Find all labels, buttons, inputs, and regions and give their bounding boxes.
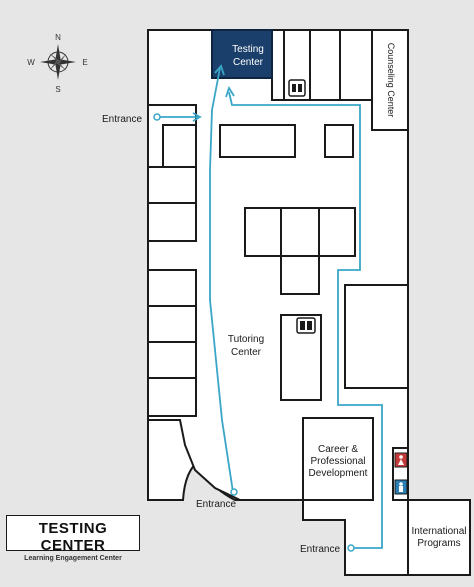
men-restroom-icon	[394, 479, 408, 495]
career-label-line3: Development	[309, 468, 368, 479]
compass-w: W	[27, 58, 35, 67]
room-center-3	[244, 207, 282, 257]
entrance-label-right: Entrance	[300, 544, 340, 555]
room-top-4	[309, 29, 341, 101]
route-paths	[153, 64, 383, 552]
legend-subtitle: Learning Engagement Center	[24, 555, 122, 562]
international-room	[407, 499, 471, 576]
compass-n: N	[55, 33, 61, 42]
entrance-label-bottom: Entrance	[196, 499, 236, 510]
compass-icon: N S E W	[27, 33, 87, 94]
room-left-2	[147, 166, 197, 204]
room-center-4	[280, 207, 320, 257]
counseling-room	[371, 29, 409, 131]
room-center-5	[318, 207, 356, 257]
room-left-7	[147, 377, 197, 417]
room-center-6	[280, 255, 320, 295]
room-center-2	[324, 124, 354, 158]
career-room	[302, 417, 374, 501]
career-label-line1: Career &	[318, 444, 358, 455]
room-left-6	[147, 341, 197, 379]
room-top-5	[339, 29, 373, 101]
room-top-2	[271, 29, 285, 101]
tutoring-center-label-line2: Center	[231, 347, 262, 358]
restroom-icon	[296, 317, 316, 334]
room-left-5	[147, 305, 197, 343]
compass-s: S	[55, 85, 60, 94]
entrance-label-top: Entrance	[102, 114, 142, 125]
compass-e: E	[82, 58, 87, 67]
tutoring-center-label-line1: Tutoring	[228, 334, 264, 345]
room-left-1b	[162, 124, 197, 168]
career-label-line2: Professional	[310, 456, 365, 467]
map-legend: TESTING CENTER Learning Engagement Cente…	[6, 515, 140, 562]
room-center-1	[219, 124, 296, 158]
women-restroom-icon	[394, 452, 408, 468]
room-left-4	[147, 269, 197, 307]
restroom-icon	[288, 79, 306, 97]
legend-title: TESTING CENTER	[38, 520, 108, 554]
testing-center-label-line1: Testing	[232, 44, 264, 55]
international-label-line2: Programs	[417, 538, 460, 549]
counseling-center-label: Counseling Center	[386, 43, 396, 118]
international-label-line1: International	[411, 526, 466, 537]
room-left-3	[147, 202, 197, 242]
testing-center-label-line2: Center	[233, 57, 264, 68]
